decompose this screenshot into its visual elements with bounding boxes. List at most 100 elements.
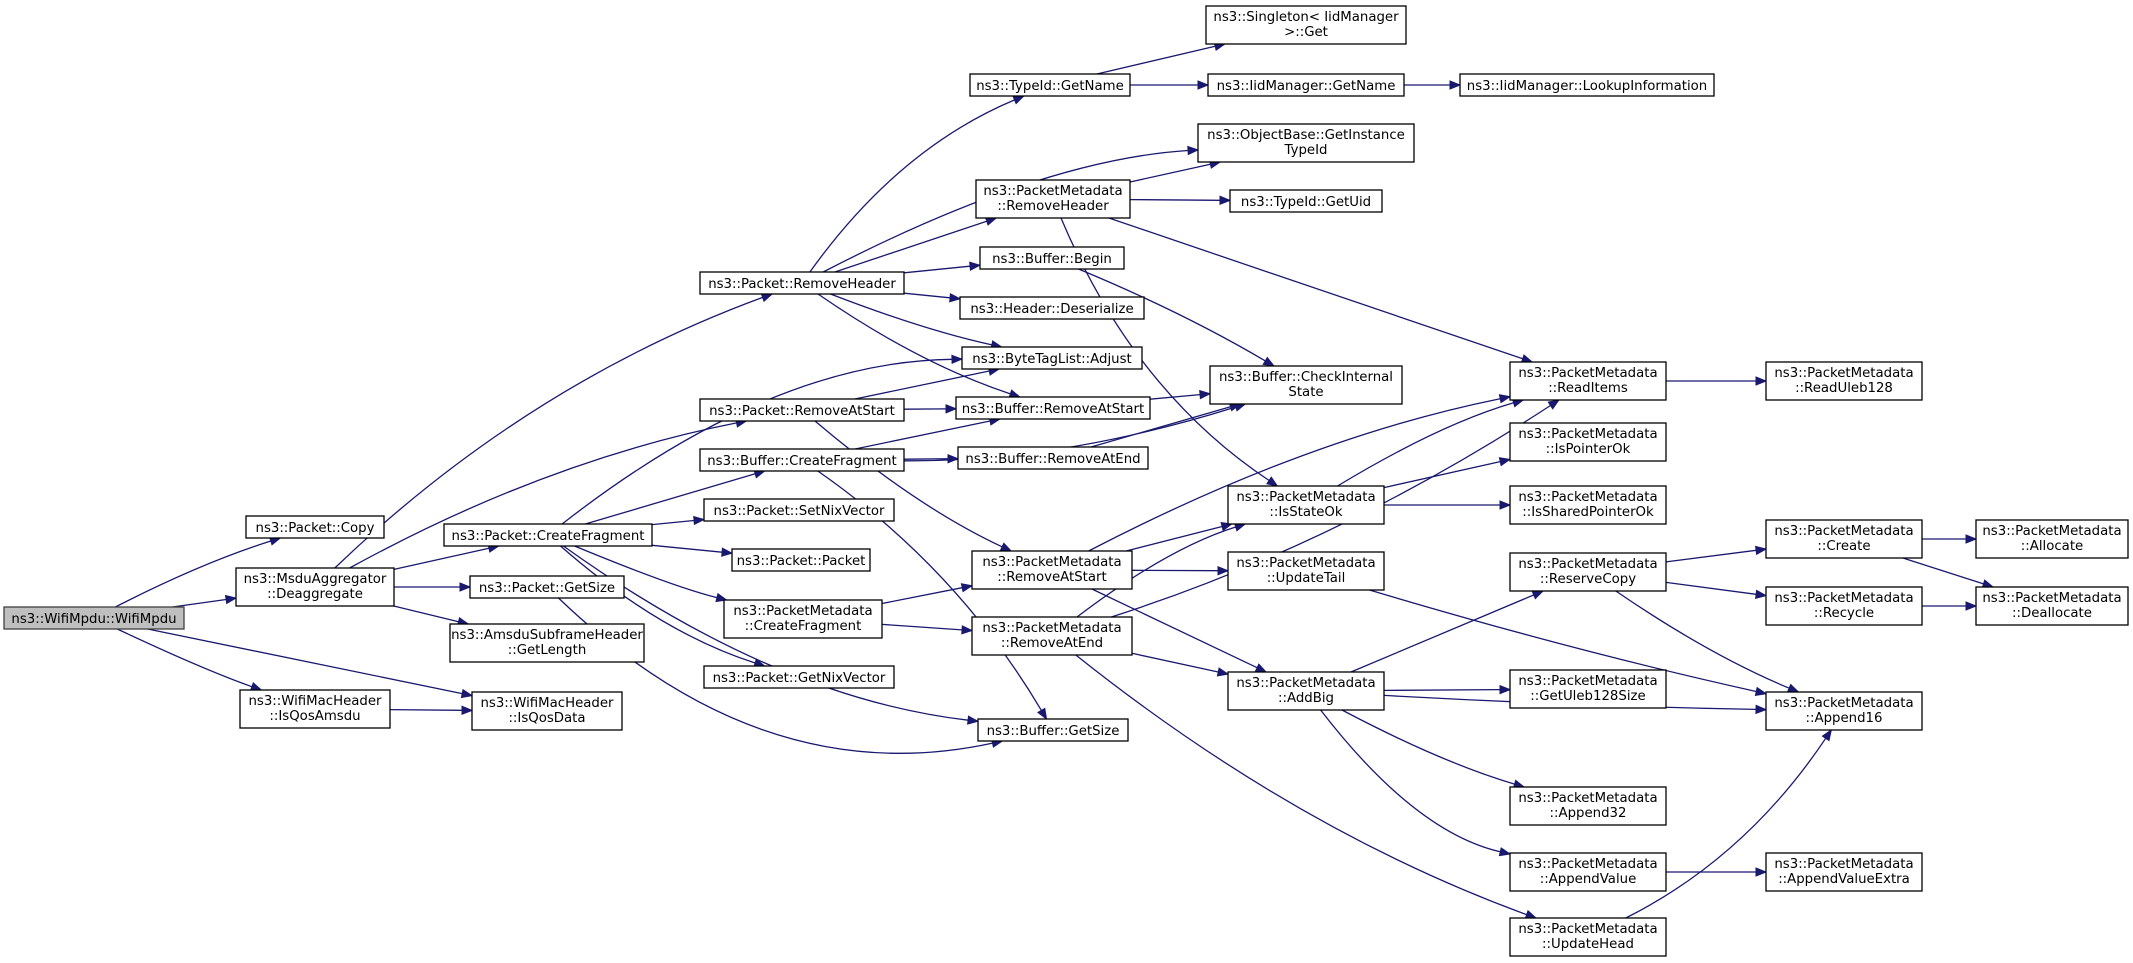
node-pm_allocate[interactable]: ns3::PacketMetadata::Allocate	[1975, 519, 2129, 559]
node-wifi_mpdu[interactable]: ns3::WifiMpdu::WifiMpdu	[3, 606, 185, 630]
node-pm_issharedpointerok[interactable]: ns3::PacketMetadata::IsSharedPointerOk	[1509, 485, 1667, 525]
node-box[interactable]	[443, 523, 653, 547]
node-box[interactable]	[971, 550, 1133, 590]
node-box[interactable]	[1227, 551, 1385, 591]
edge-pm_updatetail-to-pm_append16	[1369, 589, 1757, 693]
node-box[interactable]	[699, 271, 905, 295]
node-pm_appendvalueextra[interactable]: ns3::PacketMetadata::AppendValueExtra	[1765, 852, 1923, 892]
node-box[interactable]	[1509, 917, 1667, 957]
node-buf_begin[interactable]: ns3::Buffer::Begin	[979, 246, 1125, 270]
node-iid_getname[interactable]: ns3::IidManager::GetName	[1207, 73, 1405, 97]
node-hdr_deserialize[interactable]: ns3::Header::Deserialize	[959, 296, 1145, 320]
node-box[interactable]	[955, 396, 1151, 420]
node-pm_append16[interactable]: ns3::PacketMetadata::Append16	[1765, 691, 1923, 731]
node-box[interactable]	[731, 548, 871, 572]
node-box[interactable]	[1509, 361, 1667, 401]
node-box[interactable]	[975, 179, 1131, 219]
node-pkt_copy[interactable]: ns3::Packet::Copy	[245, 515, 385, 539]
node-pm_removeatstart[interactable]: ns3::PacketMetadata::RemoveAtStart	[971, 550, 1133, 590]
node-pm_reservecopy[interactable]: ns3::PacketMetadata::ReserveCopy	[1509, 552, 1667, 592]
node-box[interactable]	[1227, 485, 1385, 525]
node-box[interactable]	[1509, 669, 1667, 709]
node-msdu_deagg[interactable]: ns3::MsduAggregator::Deaggregate	[235, 567, 395, 607]
node-box[interactable]	[977, 718, 1129, 742]
node-pm_removeatend[interactable]: ns3::PacketMetadata::RemoveAtEnd	[971, 616, 1133, 656]
node-box[interactable]	[957, 446, 1149, 470]
node-box[interactable]	[1509, 852, 1667, 892]
node-pkt_packet[interactable]: ns3::Packet::Packet	[731, 548, 871, 572]
node-box[interactable]	[1509, 552, 1667, 592]
node-box[interactable]	[1975, 586, 2129, 626]
node-pm_readuleb128[interactable]: ns3::PacketMetadata::ReadUleb128	[1765, 361, 1923, 401]
node-box[interactable]	[723, 599, 883, 639]
node-box[interactable]	[449, 623, 645, 663]
node-box[interactable]	[245, 515, 385, 539]
node-box[interactable]	[1509, 422, 1667, 462]
node-pm_readitems[interactable]: ns3::PacketMetadata::ReadItems	[1509, 361, 1667, 401]
node-box[interactable]	[703, 498, 895, 522]
node-box[interactable]	[1765, 586, 1923, 626]
node-box[interactable]	[1975, 519, 2129, 559]
node-buf_removeatstart[interactable]: ns3::Buffer::RemoveAtStart	[955, 396, 1151, 420]
node-box[interactable]	[971, 616, 1133, 656]
node-buf_getsize[interactable]: ns3::Buffer::GetSize	[977, 718, 1129, 742]
node-singleton_get[interactable]: ns3::Singleton< IidManager>::Get	[1205, 5, 1407, 45]
node-box[interactable]	[471, 691, 623, 731]
edge-pm_createfragment-to-pm_removeatend	[881, 623, 963, 631]
node-pm_appendvalue[interactable]: ns3::PacketMetadata::AppendValue	[1509, 852, 1667, 892]
node-box[interactable]	[1209, 365, 1403, 405]
node-pm_deallocate[interactable]: ns3::PacketMetadata::Deallocate	[1975, 586, 2129, 626]
node-pkt_setnixvector[interactable]: ns3::Packet::SetNixVector	[703, 498, 895, 522]
node-box[interactable]	[1765, 852, 1923, 892]
node-box[interactable]	[699, 398, 905, 422]
node-box[interactable]	[1459, 73, 1715, 97]
node-pm_updatehead[interactable]: ns3::PacketMetadata::UpdateHead	[1509, 917, 1667, 957]
node-box[interactable]	[1765, 519, 1923, 559]
node-box[interactable]	[979, 246, 1125, 270]
node-pkt_removeatstart[interactable]: ns3::Packet::RemoveAtStart	[699, 398, 905, 422]
node-box[interactable]	[1765, 691, 1923, 731]
node-box[interactable]	[1227, 671, 1385, 711]
node-typeid_getname[interactable]: ns3::TypeId::GetName	[969, 73, 1131, 97]
node-box[interactable]	[1207, 73, 1405, 97]
node-wmh_isqosdata[interactable]: ns3::WifiMacHeader::IsQosData	[471, 691, 623, 731]
node-pm_append32[interactable]: ns3::PacketMetadata::Append32	[1509, 786, 1667, 826]
node-amsdu_getlength[interactable]: ns3::AmsduSubframeHeader::GetLength	[449, 623, 645, 663]
node-pm_getuleb128size[interactable]: ns3::PacketMetadata::GetUleb128Size	[1509, 669, 1667, 709]
node-buf_removeatend[interactable]: ns3::Buffer::RemoveAtEnd	[957, 446, 1149, 470]
node-wmh_isqosamsdu[interactable]: ns3::WifiMacHeader::IsQosAmsdu	[239, 689, 391, 729]
node-box[interactable]	[1205, 5, 1407, 45]
node-box[interactable]	[961, 346, 1143, 370]
node-pm_createfragment[interactable]: ns3::PacketMetadata::CreateFragment	[723, 599, 883, 639]
node-box[interactable]	[1765, 361, 1923, 401]
node-box[interactable]	[1509, 786, 1667, 826]
node-btl_adjust[interactable]: ns3::ByteTagList::Adjust	[961, 346, 1143, 370]
node-box[interactable]	[699, 448, 905, 472]
node-pm_create[interactable]: ns3::PacketMetadata::Create	[1765, 519, 1923, 559]
node-box[interactable]	[959, 296, 1145, 320]
node-box[interactable]	[1509, 485, 1667, 525]
node-pm_ispointerok[interactable]: ns3::PacketMetadata::IsPointerOk	[1509, 422, 1667, 462]
node-pm_addbig[interactable]: ns3::PacketMetadata::AddBig	[1227, 671, 1385, 711]
node-box[interactable]	[3, 606, 185, 630]
node-typeid_getuid[interactable]: ns3::TypeId::GetUid	[1229, 189, 1383, 213]
node-box[interactable]	[469, 575, 625, 599]
node-pm_updatetail[interactable]: ns3::PacketMetadata::UpdateTail	[1227, 551, 1385, 591]
node-box[interactable]	[969, 73, 1131, 97]
node-box[interactable]	[235, 567, 395, 607]
node-box[interactable]	[1229, 189, 1383, 213]
node-box[interactable]	[703, 665, 895, 689]
node-buf_createfragment[interactable]: ns3::Buffer::CreateFragment	[699, 448, 905, 472]
node-pkt_createfragment[interactable]: ns3::Packet::CreateFragment	[443, 523, 653, 547]
node-iid_lookup[interactable]: ns3::IidManager::LookupInformation	[1459, 73, 1715, 97]
node-pm_recycle[interactable]: ns3::PacketMetadata::Recycle	[1765, 586, 1923, 626]
node-pm_removeheader[interactable]: ns3::PacketMetadata::RemoveHeader	[975, 179, 1131, 219]
node-pkt_getsize[interactable]: ns3::Packet::GetSize	[469, 575, 625, 599]
node-pkt_removeheader[interactable]: ns3::Packet::RemoveHeader	[699, 271, 905, 295]
node-pkt_getnixvector[interactable]: ns3::Packet::GetNixVector	[703, 665, 895, 689]
node-box[interactable]	[239, 689, 391, 729]
node-box[interactable]	[1197, 123, 1415, 163]
node-pm_isstateok[interactable]: ns3::PacketMetadata::IsStateOk	[1227, 485, 1385, 525]
